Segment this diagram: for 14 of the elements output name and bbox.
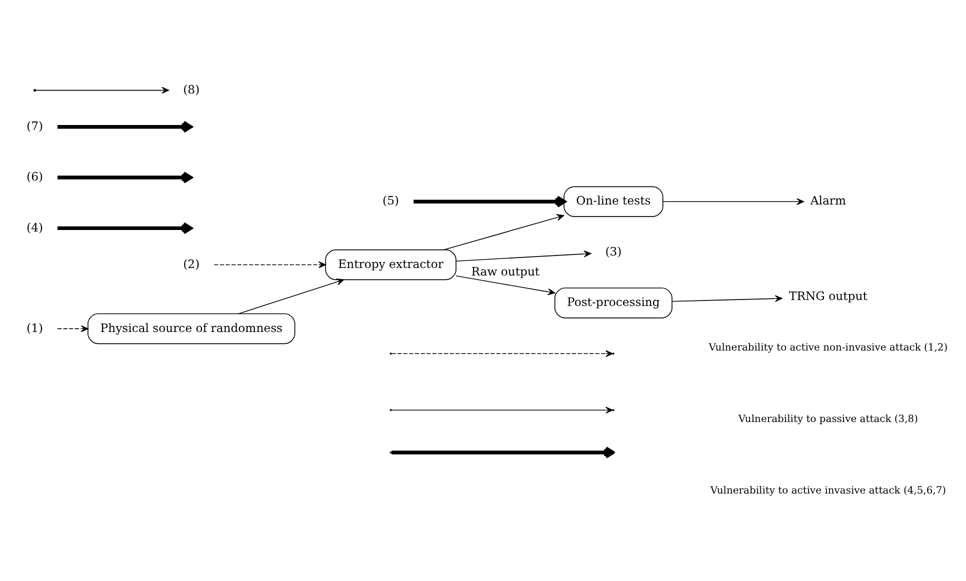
node-text: (2)	[183, 256, 200, 271]
node-text: (5)	[382, 194, 400, 208]
node-text: (1)	[26, 320, 44, 335]
node-text: (8)	[183, 82, 200, 96]
node-text: Alarm	[810, 194, 846, 208]
legend-label: Vulnerability to active non-invasive attack (1,2)	[708, 342, 948, 354]
node-text: (4)	[26, 220, 44, 234]
node-text: (3)	[605, 244, 622, 258]
legend-label: Vulnerability to passive attack (3,8)	[738, 414, 918, 425]
legend-label: Vulnerability to active invasive attack (4,5,6,7)	[710, 485, 946, 496]
node-text: TRNG output	[788, 289, 868, 304]
node-text: (6)	[26, 170, 44, 184]
edge-label: Raw output	[471, 264, 540, 279]
node-text: (7)	[26, 118, 44, 133]
